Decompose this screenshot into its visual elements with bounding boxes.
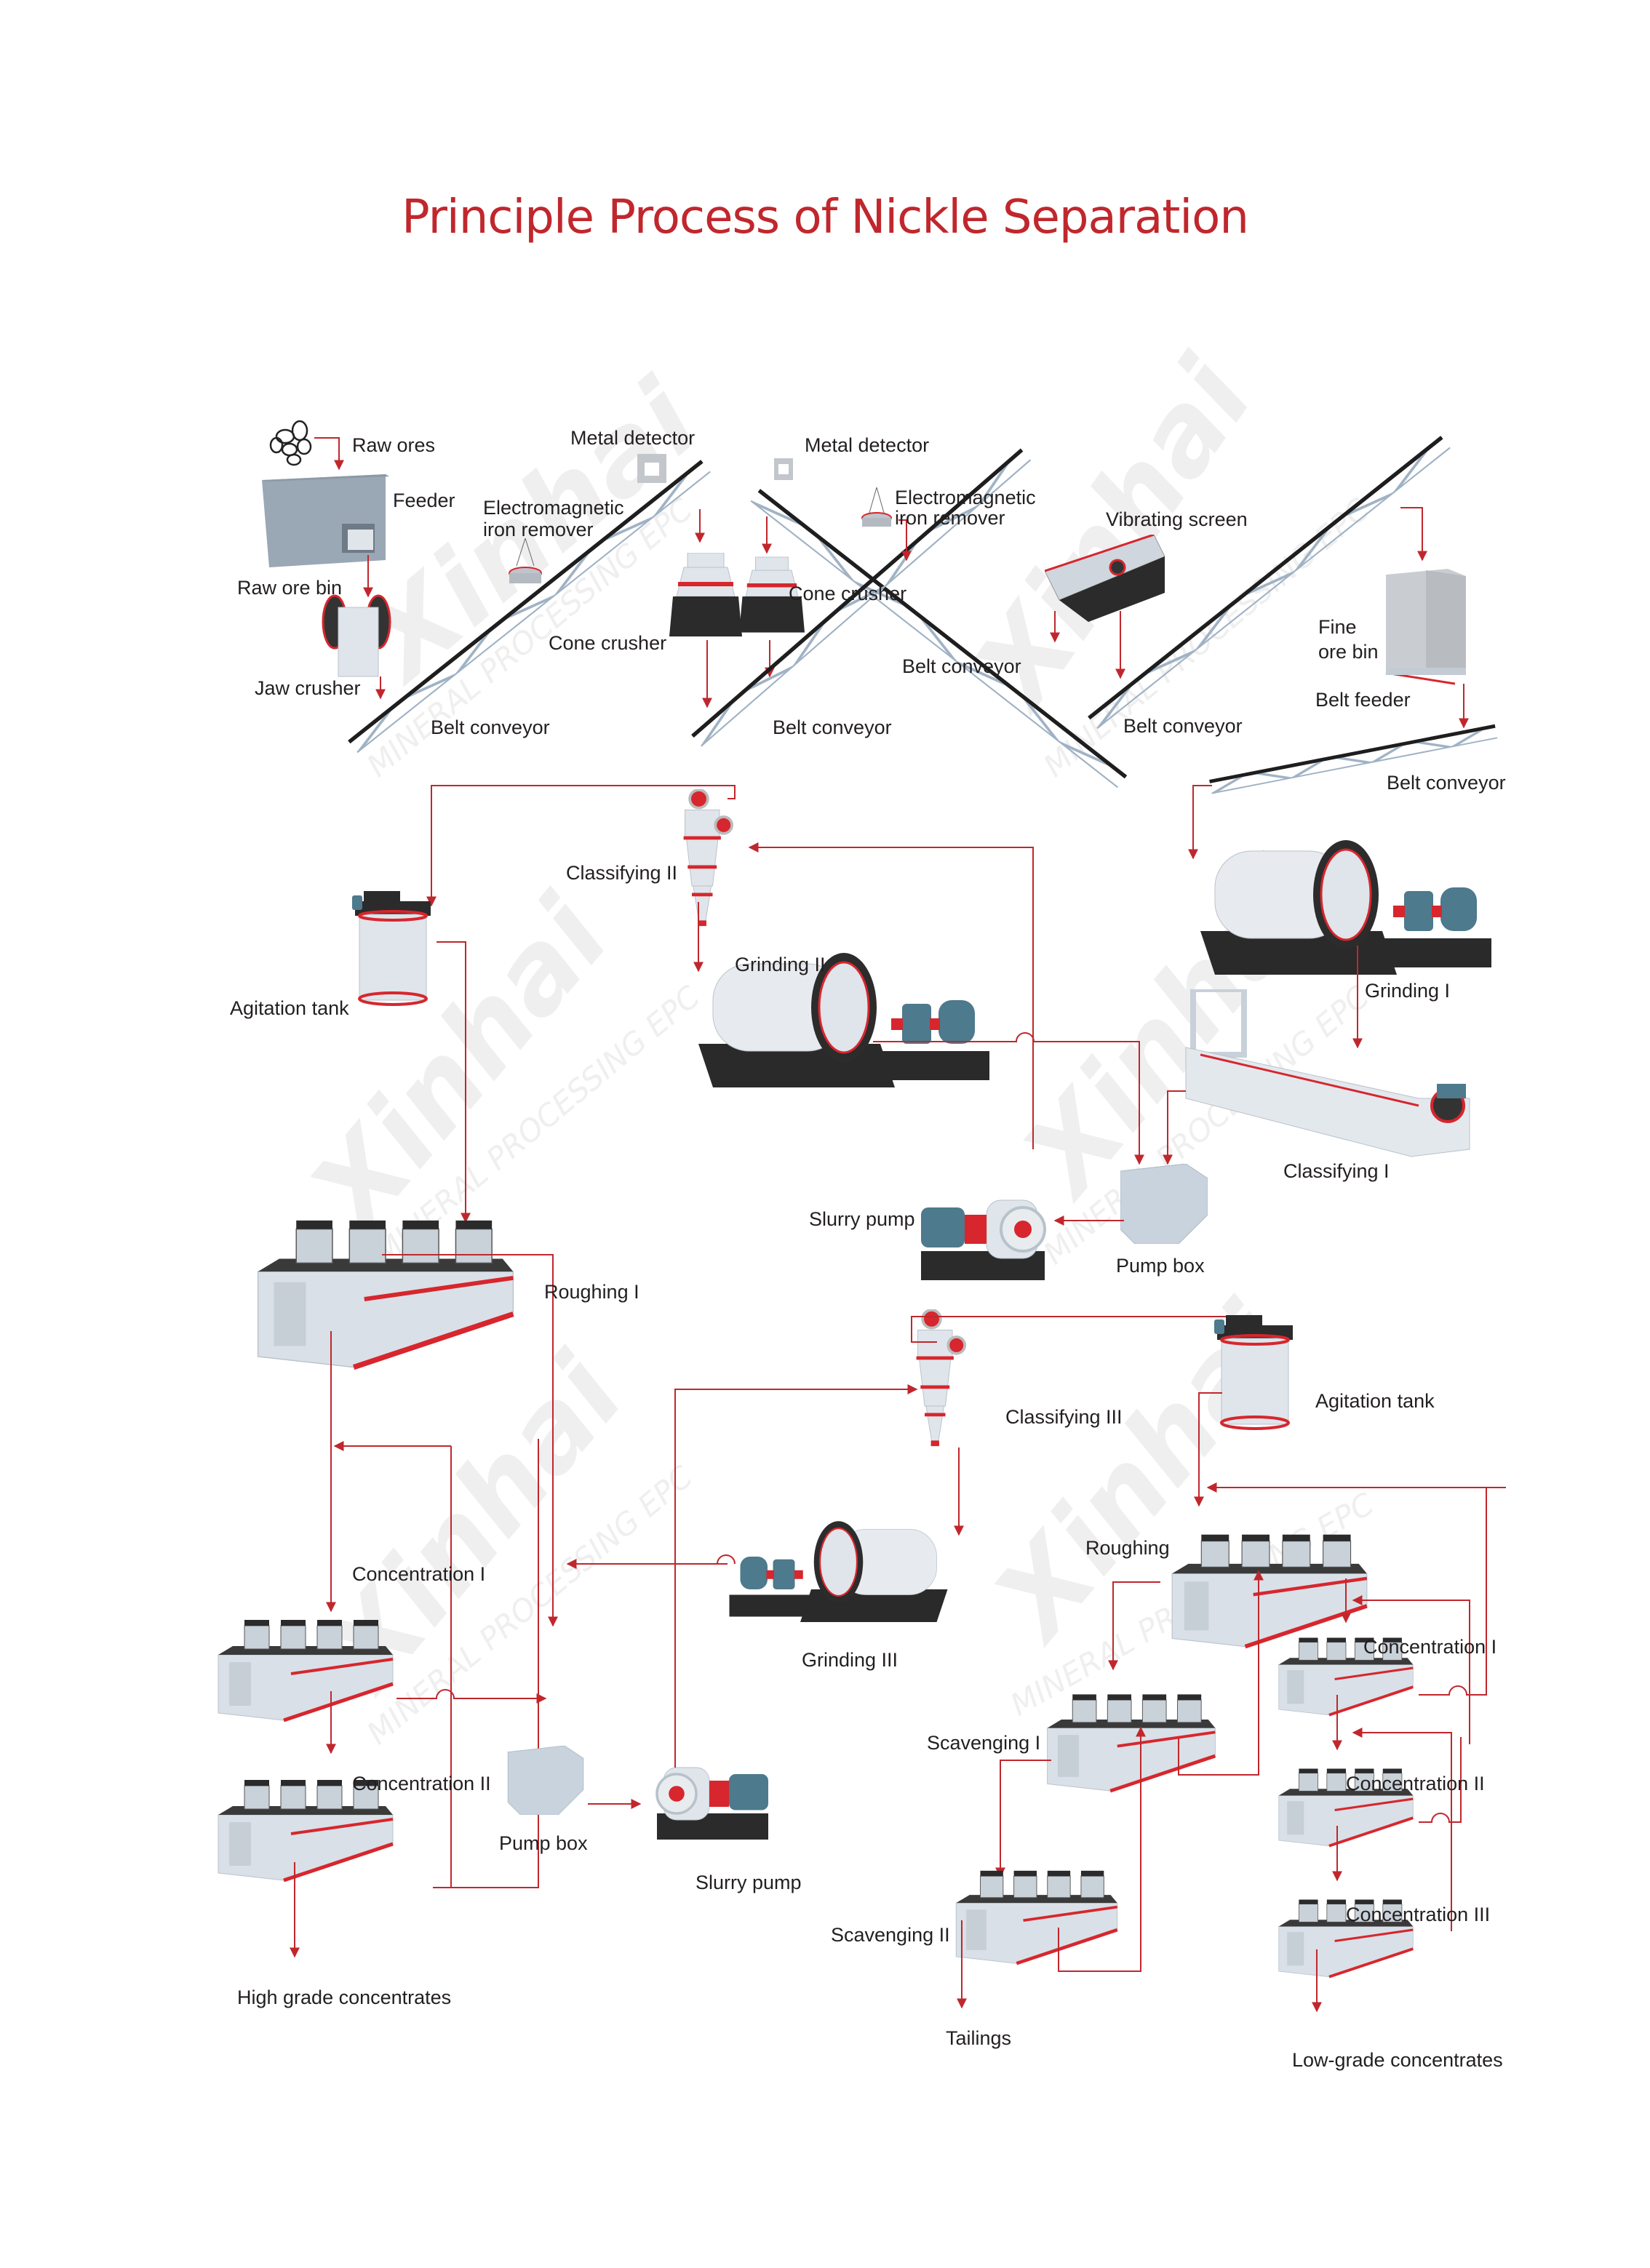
pump-box-1 — [1120, 1164, 1208, 1244]
label-roughing: Roughing — [1085, 1537, 1170, 1559]
label-belt-feeder: Belt feeder — [1315, 689, 1411, 711]
flow-line — [426, 785, 736, 907]
raw-ore-bin — [262, 474, 389, 567]
metal-detector — [637, 454, 666, 483]
flow-arrow — [1163, 1090, 1186, 1165]
label-fine-ore-bin: ore bin — [1318, 641, 1379, 663]
label-belt-conveyor: Belt conveyor — [431, 716, 550, 738]
raw-ores-icon — [269, 420, 312, 466]
label-scavenging-2: Scavenging II — [831, 1924, 950, 1946]
label-pump-box: Pump box — [1116, 1255, 1205, 1277]
flow-arrow — [1352, 1728, 1452, 1931]
flotation-cell-scavenging-1 — [1048, 1694, 1216, 1791]
label-em-iron-remover: iron remover — [483, 519, 594, 540]
label-concentration-1: Concentration I — [352, 1563, 486, 1585]
agitation-tank-2 — [1213, 1315, 1294, 1430]
label-roughing-1: Roughing I — [544, 1281, 639, 1303]
label-cone-crusher: Cone crusher — [549, 632, 667, 654]
label-jaw-crusher: Jaw crusher — [255, 677, 361, 699]
flow-arrow — [433, 1439, 539, 1888]
label-cone-crusher: Cone crusher — [789, 583, 907, 604]
hydrocyclone-classifying-2 — [682, 789, 734, 927]
flow-arrow — [995, 1760, 1051, 1878]
flow-arrow — [382, 1254, 558, 1627]
label-classifying-1: Classifying I — [1283, 1160, 1390, 1182]
flow-arrow — [437, 941, 471, 1223]
flow-arrow — [674, 1384, 918, 1768]
electromagnetic-iron-remover — [861, 487, 892, 527]
flow-arrow — [1108, 1581, 1160, 1671]
flotation-cell-concentration-1 — [218, 1620, 393, 1720]
flow-arrow — [898, 519, 912, 562]
fine-ore-bin — [1386, 569, 1466, 668]
flow-line — [1419, 1488, 1487, 1696]
label-metal-detector: Metal detector — [805, 434, 930, 456]
electromagnetic-iron-remover — [509, 538, 542, 583]
label-belt-conveyor: Belt conveyor — [773, 716, 892, 738]
label-fine-ore-bin: Fine — [1318, 616, 1357, 638]
label-concentration-2: Concentration II — [352, 1773, 491, 1794]
cone-crusher — [669, 553, 742, 637]
label-belt-conveyor: Belt conveyor — [902, 655, 1021, 677]
label-classifying-3: Classifying III — [1005, 1406, 1123, 1428]
slurry-pump-2 — [655, 1766, 770, 1841]
label-raw-ores: Raw ores — [352, 434, 436, 456]
jaw-crusher — [322, 594, 391, 678]
flotation-cell-roughing-1 — [258, 1221, 514, 1367]
label-feeder: Feeder — [393, 490, 455, 511]
flow-line — [717, 1554, 736, 1565]
flow-arrow — [314, 437, 344, 471]
flow-arrow — [748, 842, 1034, 1149]
flow-line — [873, 1032, 1144, 1165]
label-scavenging-1: Scavenging I — [927, 1732, 1041, 1754]
label-low-grade-concentrates: Low-grade concentrates — [1292, 2049, 1503, 2071]
label-em-iron-remover: Electromagnetic — [895, 487, 1036, 508]
metal-detector — [774, 458, 793, 480]
label-vibrating-screen: Vibrating screen — [1106, 508, 1248, 530]
ball-mill-grinding-1 — [1199, 839, 1491, 975]
label-metal-detector: Metal detector — [570, 427, 696, 449]
hydrocyclone-classifying-3 — [914, 1309, 967, 1448]
flow-arrow — [1352, 1595, 1470, 1744]
label-classifying-2: Classifying II — [566, 862, 678, 884]
flow-line — [1419, 1737, 1462, 1823]
pump-box-2 — [507, 1746, 584, 1815]
label-pump-box: Pump box — [499, 1832, 588, 1854]
flow-line — [1178, 1570, 1264, 1776]
label-grinding-2: Grinding II — [735, 954, 826, 975]
label-concentration-3: Concentration III — [1346, 1904, 1491, 1925]
label-agitation-tank: Agitation tank — [1315, 1390, 1435, 1412]
flow-arrow — [1194, 1392, 1222, 1507]
label-belt-conveyor: Belt conveyor — [1387, 772, 1506, 794]
label-em-iron-remover: Electromagnetic — [483, 497, 624, 519]
belt-feeder — [1385, 668, 1466, 685]
flow-line — [396, 1689, 547, 1704]
flotation-cell-scavenging-2 — [956, 1871, 1117, 1963]
label-concentration-2: Concentration II — [1346, 1773, 1485, 1794]
label-high-grade-concentrates: High grade concentrates — [237, 1987, 452, 2008]
ball-mill-grinding-3 — [728, 1520, 949, 1622]
label-slurry-pump: Slurry pump — [809, 1208, 915, 1230]
label-raw-ore-bin: Raw ore bin — [237, 577, 343, 599]
label-slurry-pump: Slurry pump — [696, 1872, 802, 1893]
label-concentration-1: Concentration I — [1363, 1636, 1497, 1658]
flow-arrow — [1400, 507, 1427, 562]
label-grinding-3: Grinding III — [802, 1649, 898, 1671]
label-agitation-tank: Agitation tank — [230, 997, 349, 1019]
label-em-iron-remover: iron remover — [895, 507, 1005, 529]
label-belt-conveyor: Belt conveyor — [1123, 715, 1243, 737]
flow-arrow — [1188, 785, 1212, 860]
flotation-cell-roughing-2 — [1172, 1535, 1367, 1647]
label-grinding-1: Grinding I — [1365, 980, 1451, 1002]
label-tailings: Tailings — [946, 2027, 1012, 2049]
slurry-pump-1 — [920, 1199, 1046, 1282]
flow-line — [1058, 1726, 1146, 1972]
diagram-title: Principle Process of Nickle Separation — [402, 191, 1249, 244]
agitation-tank-1 — [351, 891, 432, 1006]
